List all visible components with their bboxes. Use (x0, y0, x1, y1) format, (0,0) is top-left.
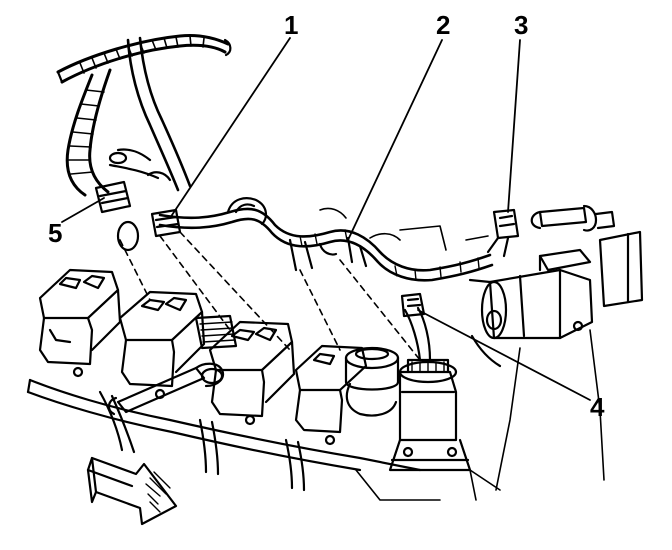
leader-4 (417, 309, 591, 401)
front-direction-arrow-icon (86, 456, 178, 526)
leader-2 (347, 39, 443, 241)
ignition-coil-bank (26, 268, 422, 492)
sensor-connector-3 (486, 208, 520, 258)
callout-leaders (61, 37, 591, 401)
egr-valve (388, 306, 472, 472)
leader-3 (507, 39, 521, 213)
oil-filler-cap (344, 346, 400, 417)
callout-5: 5 (48, 218, 63, 248)
fuel-rail-bracket (107, 362, 225, 416)
leader-1 (169, 37, 291, 219)
wiring-harness-upper (56, 34, 232, 197)
harness-connector-5 (94, 180, 140, 252)
leader-5 (61, 197, 105, 223)
throttle-body (468, 248, 594, 368)
callout-4: 4 (590, 392, 605, 422)
callout-3: 3 (514, 10, 529, 40)
harness-connector-1 (150, 208, 182, 238)
intake-hose (530, 204, 644, 308)
callout-2: 2 (436, 10, 451, 40)
engine-background (319, 207, 605, 501)
harness-rail (158, 197, 494, 282)
callout-1: 1 (284, 10, 299, 40)
routing-dash-lines (119, 231, 421, 361)
